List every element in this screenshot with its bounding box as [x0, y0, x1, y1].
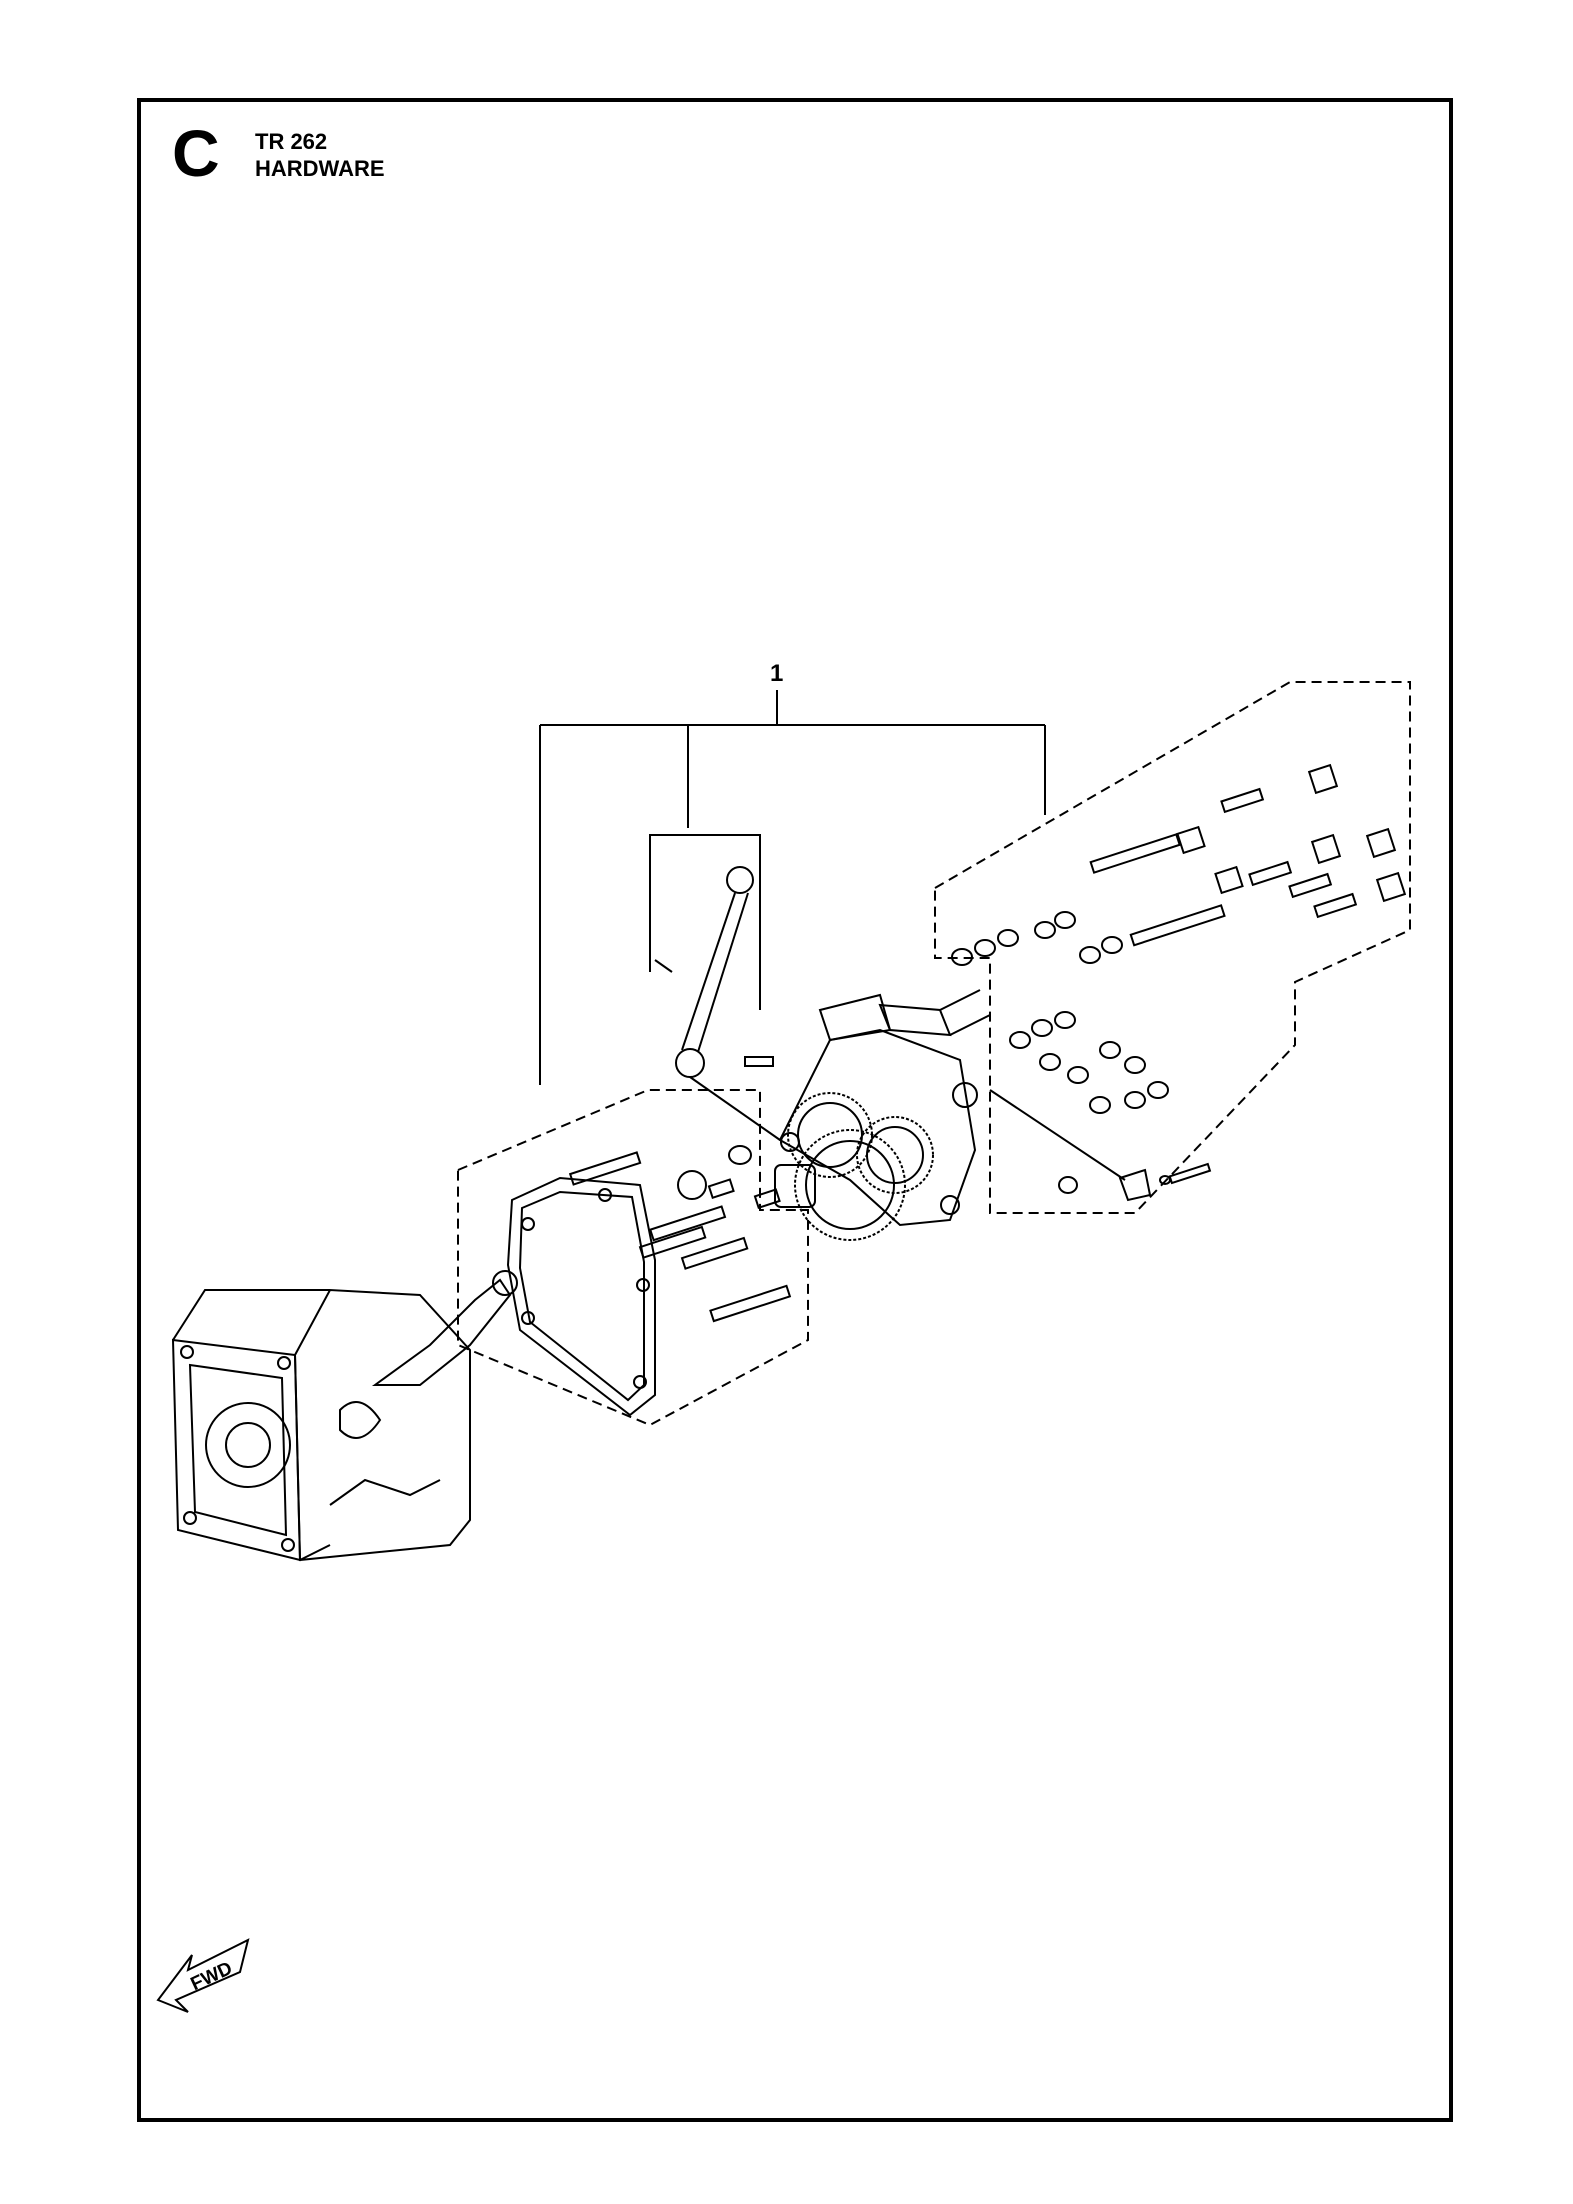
gears [774, 1092, 934, 1241]
page-header: TR 262 HARDWARE [255, 128, 385, 182]
section-letter: C [172, 116, 220, 190]
page-title: HARDWARE [255, 156, 385, 181]
fasteners-right [951, 763, 1407, 1202]
hardware-group-boundaries [457, 681, 1411, 1427]
gasket [506, 1176, 656, 1417]
callout-leader [539, 690, 1046, 1085]
transmission-housing [171, 1270, 518, 1562]
callout-1: 1 [770, 660, 784, 687]
page-frame [137, 98, 1453, 2122]
fwd-arrow-icon [156, 1938, 250, 2013]
fwd-label: FWD [188, 1958, 236, 1995]
link-rod [654, 866, 781, 1141]
dowel-pins [568, 1145, 792, 1323]
model-number: TR 262 [255, 129, 328, 154]
gear-housing [778, 989, 991, 1227]
